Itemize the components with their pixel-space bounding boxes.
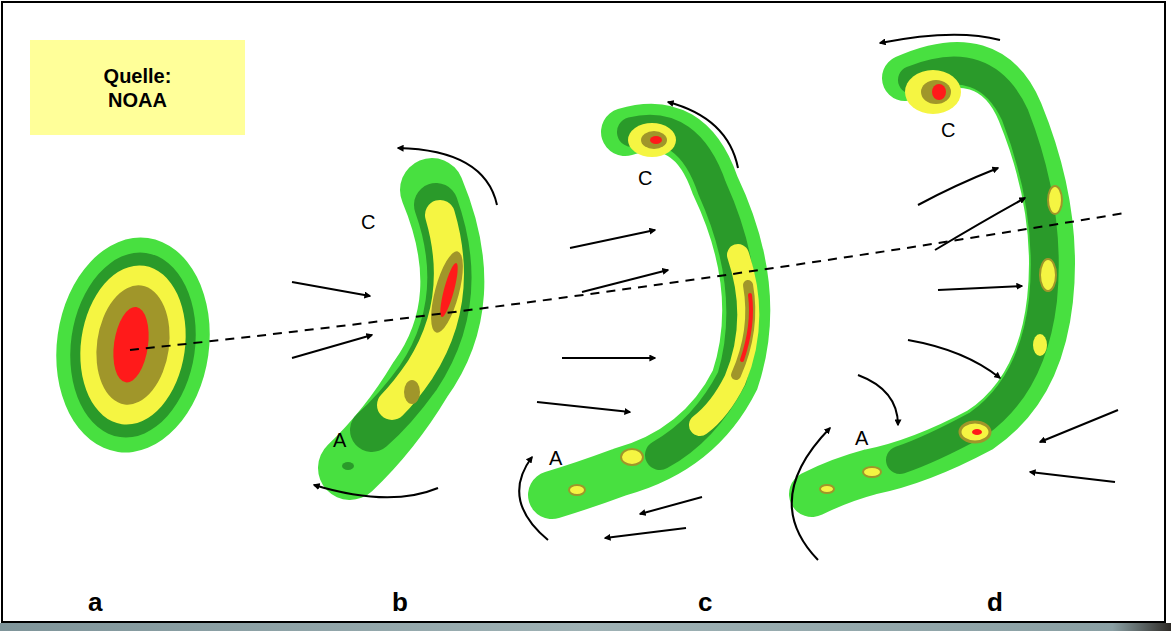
echo-b bbox=[342, 190, 469, 470]
photo-strip bbox=[0, 623, 1171, 631]
panel-letter: d bbox=[987, 589, 1003, 615]
panel-letter: c bbox=[698, 589, 712, 615]
track-line bbox=[130, 213, 1125, 350]
cell-label: C bbox=[361, 212, 375, 232]
flow-arrows bbox=[292, 35, 1118, 560]
echo-d bbox=[812, 65, 1062, 494]
cell-label: C bbox=[941, 120, 955, 140]
cell-label: C bbox=[638, 168, 652, 188]
frame bbox=[2, 2, 1165, 622]
source-box: Quelle: NOAA bbox=[30, 40, 245, 135]
echo-c bbox=[552, 123, 751, 495]
cell-label: A bbox=[333, 430, 346, 450]
echo-a bbox=[43, 227, 224, 462]
panel-letter: b bbox=[392, 589, 408, 615]
source-text: Quelle: NOAA bbox=[93, 64, 183, 112]
cell-label: A bbox=[549, 448, 562, 468]
cell-label: A bbox=[855, 428, 868, 448]
panel-letter: a bbox=[88, 589, 102, 615]
